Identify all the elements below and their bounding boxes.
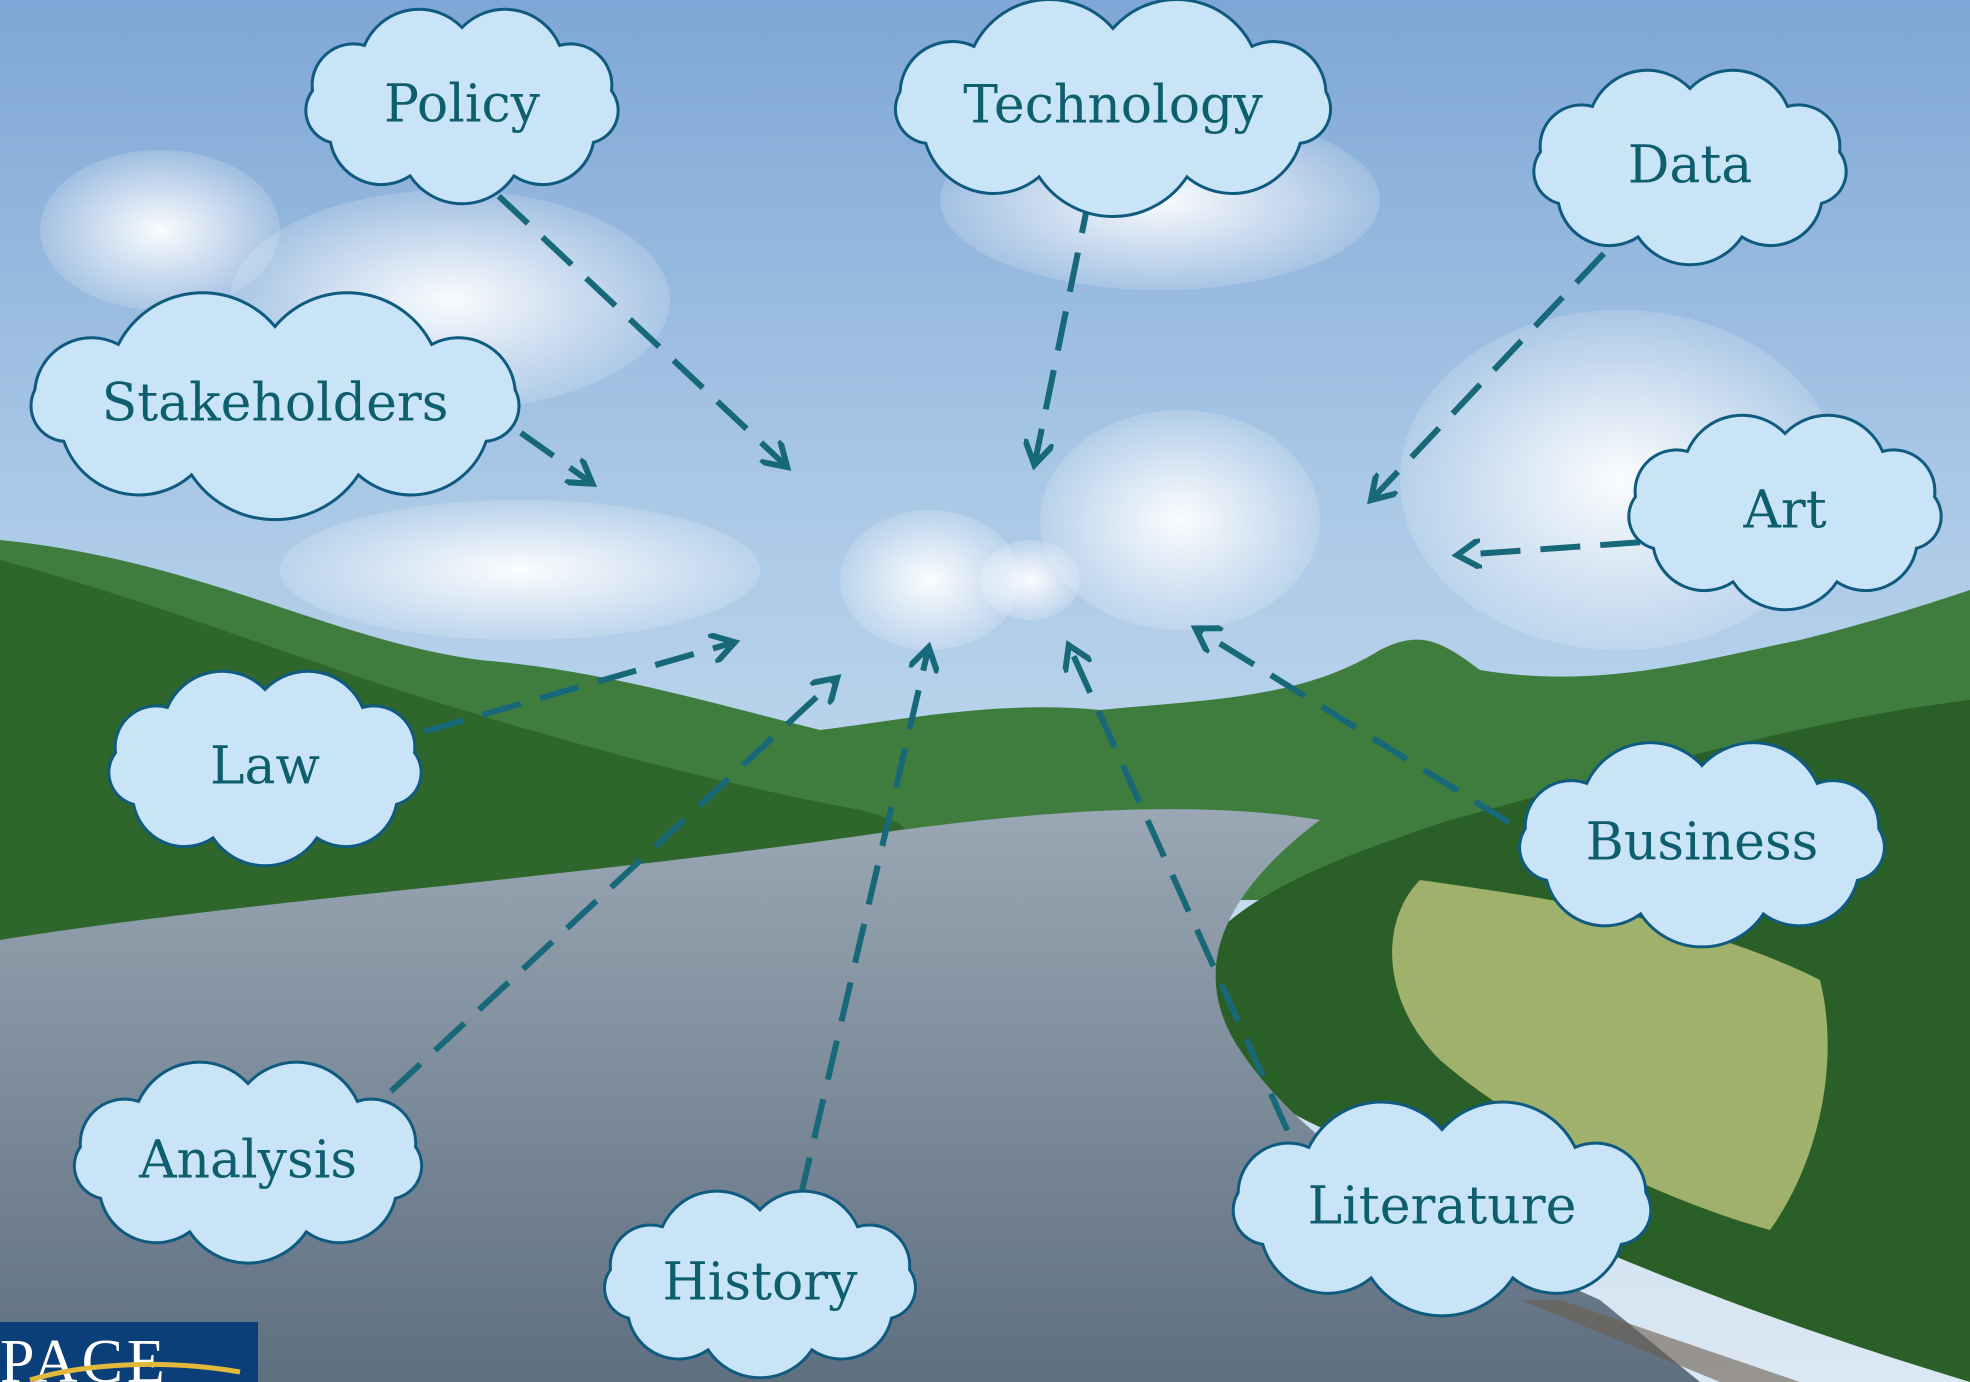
cloud-shape-technology xyxy=(893,0,1333,218)
node-label-literature: Literature xyxy=(1308,1177,1577,1237)
node-label-history: History xyxy=(662,1253,858,1313)
node-analysis: Analysis xyxy=(72,1060,424,1265)
node-history: History xyxy=(603,1189,917,1380)
arrow-history xyxy=(784,650,928,1256)
pace-logo: PACE xyxy=(0,1322,258,1382)
cloud-shape-literature xyxy=(1231,1100,1653,1318)
node-label-analysis: Analysis xyxy=(138,1131,357,1191)
node-label-technology: Technology xyxy=(963,76,1263,136)
cloud-shape-data xyxy=(1532,68,1848,267)
cloud-shape-art xyxy=(1627,413,1943,612)
cloud-shape-law xyxy=(107,669,423,868)
node-business: Business xyxy=(1518,741,1886,949)
arrow-business xyxy=(1198,630,1562,857)
cloud-shape-analysis xyxy=(72,1060,424,1265)
connector-arrows xyxy=(344,134,1701,1256)
node-technology: Technology xyxy=(893,0,1333,218)
arrow-data xyxy=(1373,207,1648,498)
node-data: Data xyxy=(1532,68,1848,267)
logo-text: PACE xyxy=(0,1328,169,1382)
cloud-shape-business xyxy=(1518,741,1886,949)
arrow-analysis xyxy=(344,680,835,1135)
node-label-law: Law xyxy=(210,737,320,797)
node-art: Art xyxy=(1627,413,1943,612)
node-policy: Policy xyxy=(304,7,620,206)
cloud-nodes: Policy Technology Data Stakeholders Art … xyxy=(29,0,1943,1380)
arrow-policy xyxy=(452,152,785,465)
cloud-shape-policy xyxy=(304,7,620,206)
node-label-business: Business xyxy=(1586,813,1819,873)
node-label-policy: Policy xyxy=(384,75,541,135)
node-label-stakeholders: Stakeholders xyxy=(102,374,449,434)
node-label-art: Art xyxy=(1742,481,1826,541)
node-stakeholders: Stakeholders xyxy=(29,291,521,522)
cloud-shape-stakeholders xyxy=(29,291,521,522)
arrow-technology xyxy=(1035,134,1105,462)
node-literature: Literature xyxy=(1231,1100,1653,1318)
node-law: Law xyxy=(107,669,423,868)
node-label-data: Data xyxy=(1628,136,1753,196)
cloud-shape-history xyxy=(603,1189,917,1380)
arrow-literature xyxy=(1070,648,1315,1187)
arrow-law xyxy=(366,643,732,751)
arrow-art xyxy=(1460,535,1701,555)
